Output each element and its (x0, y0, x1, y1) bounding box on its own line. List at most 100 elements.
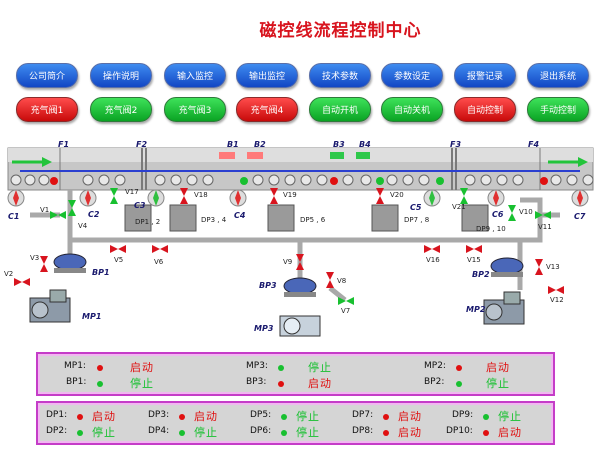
pump-label-bp3: BP3 (259, 281, 277, 290)
outlet-flow-arrow (548, 157, 588, 167)
pump-label-mp3: MP3 (254, 324, 274, 333)
nav-button-exit-system[interactable]: 退出系统 (527, 63, 589, 88)
nav-button-operation-guide[interactable]: 操作说明 (90, 63, 152, 88)
valve-v15[interactable] (466, 245, 482, 253)
valve-v19[interactable] (270, 188, 278, 204)
inflate-valve-2-button[interactable]: 充气阀2 (90, 97, 152, 122)
status-label-mp3: MP3: (246, 361, 268, 371)
target-b4 (356, 152, 370, 159)
status-text-dp1: 启动 (92, 410, 116, 423)
chamber-label-b4: B4 (359, 140, 371, 149)
inflate-valve-4-button[interactable]: 充气阀4 (236, 97, 298, 122)
status-label-dp3: DP3: (148, 410, 170, 420)
status-label-dp8: DP8: (352, 426, 374, 436)
valve-label-v9: V9 (283, 258, 293, 266)
nav-button-alarm-log[interactable]: 报警记录 (454, 63, 516, 88)
fan-c6 (487, 189, 505, 207)
pump-label-bp1: BP1 (92, 268, 110, 277)
valve-label-v8: V8 (337, 277, 347, 285)
manual-control-button[interactable]: 手动控制 (527, 97, 589, 122)
inflate-valve-3-button[interactable]: 充气阀3 (164, 97, 226, 122)
valve-v4[interactable] (68, 200, 76, 216)
valve-label-v2: V2 (4, 270, 14, 278)
fan-c7 (571, 189, 589, 207)
pump-label-dp9-10: DP9 , 10 (476, 225, 506, 233)
status-label-mp2: MP2: (424, 361, 446, 371)
fan-label-c6: C6 (492, 210, 504, 219)
diffusion-pump-dp5-6 (267, 204, 295, 232)
valve-v17[interactable] (110, 188, 118, 204)
nav-button-tech-params[interactable]: 技术参数 (309, 63, 371, 88)
valve-v10[interactable] (508, 205, 516, 221)
status-indicator-mp3 (278, 365, 284, 371)
booster-pump-bp2 (490, 257, 524, 277)
fan-label-c3: C3 (134, 201, 146, 210)
auto-start-button[interactable]: 自动开机 (309, 97, 371, 122)
valve-v3[interactable] (40, 256, 48, 272)
fan-label-c5: C5 (410, 203, 422, 212)
valve-label-v10: V10 (519, 208, 533, 216)
diffusion-pump-dp1-2 (124, 204, 152, 232)
status-indicator-mp2 (456, 365, 462, 371)
process-diagram (7, 147, 594, 337)
pump-label-dp3-4: DP3 , 4 (201, 216, 227, 224)
valve-v12[interactable] (548, 286, 564, 294)
valve-v16[interactable] (424, 245, 440, 253)
valve-label-v15: V15 (467, 256, 481, 264)
valve-v13[interactable] (535, 259, 543, 275)
valve-v9[interactable] (296, 254, 304, 270)
auto-control-button[interactable]: 自动控制 (454, 97, 516, 122)
status-text-mp3: 停止 (308, 361, 332, 374)
fan-label-c4: C4 (234, 211, 246, 220)
valve-v18[interactable] (180, 188, 188, 204)
valve-label-v11: V11 (538, 223, 552, 231)
fan-label-c2: C2 (88, 210, 100, 219)
nav-button-input-monitor[interactable]: 输入监控 (164, 63, 226, 88)
auto-stop-button[interactable]: 自动关机 (381, 97, 443, 122)
valve-v11[interactable] (535, 211, 551, 219)
status-label-mp1: MP1: (64, 361, 86, 371)
valve-label-v18: V18 (194, 191, 208, 199)
status-label-dp4: DP4: (148, 426, 170, 436)
status-label-dp10: DP10: (446, 426, 473, 436)
page-title: 磁控线流程控制中心 (259, 21, 422, 41)
valve-v5[interactable] (110, 245, 126, 253)
status-indicator-bp2 (456, 381, 462, 387)
status-text-dp9: 停止 (498, 410, 522, 423)
valve-v6[interactable] (152, 245, 168, 253)
status-label-dp9: DP9: (452, 410, 474, 420)
valve-label-v1: V1 (40, 206, 50, 214)
valve-label-v7: V7 (341, 307, 351, 315)
nav-button-param-settings[interactable]: 参数设定 (381, 63, 443, 88)
nav-button-output-monitor[interactable]: 输出监控 (236, 63, 298, 88)
valve-label-v5: V5 (114, 256, 124, 264)
valve-v8[interactable] (326, 272, 334, 288)
valve-v7[interactable] (338, 297, 354, 305)
chamber-label-f1: F1 (58, 140, 70, 149)
fan-c3 (147, 189, 165, 207)
chamber-label-b1: B1 (227, 140, 239, 149)
valve-v2[interactable] (14, 278, 30, 286)
pump-label-dp7-8: DP7 , 8 (404, 216, 430, 224)
status-indicator-dp6 (281, 430, 287, 436)
fan-c2 (79, 189, 97, 207)
status-indicator-dp5 (281, 414, 287, 420)
inlet-flow-arrow (12, 157, 52, 167)
chamber-label-b2: B2 (254, 140, 266, 149)
status-label-dp5: DP5: (250, 410, 272, 420)
status-text-mp2: 启动 (486, 361, 510, 374)
status-indicator-dp9 (483, 414, 489, 420)
nav-button-company-intro[interactable]: 公司简介 (16, 63, 78, 88)
status-indicator-dp8 (383, 430, 389, 436)
status-label-bp3: BP3: (246, 377, 267, 387)
status-indicator-dp10 (483, 430, 489, 436)
mechanical-pump-mp1 (29, 289, 71, 323)
valve-v20[interactable] (376, 188, 384, 204)
status-label-dp2: DP2: (46, 426, 68, 436)
valve-v1[interactable] (50, 211, 66, 219)
status-text-bp3: 启动 (308, 377, 332, 390)
status-text-dp10: 启动 (498, 426, 522, 439)
target-b2 (247, 152, 263, 159)
inflate-valve-1-button[interactable]: 充气阀1 (16, 97, 78, 122)
valve-v21[interactable] (460, 188, 468, 204)
